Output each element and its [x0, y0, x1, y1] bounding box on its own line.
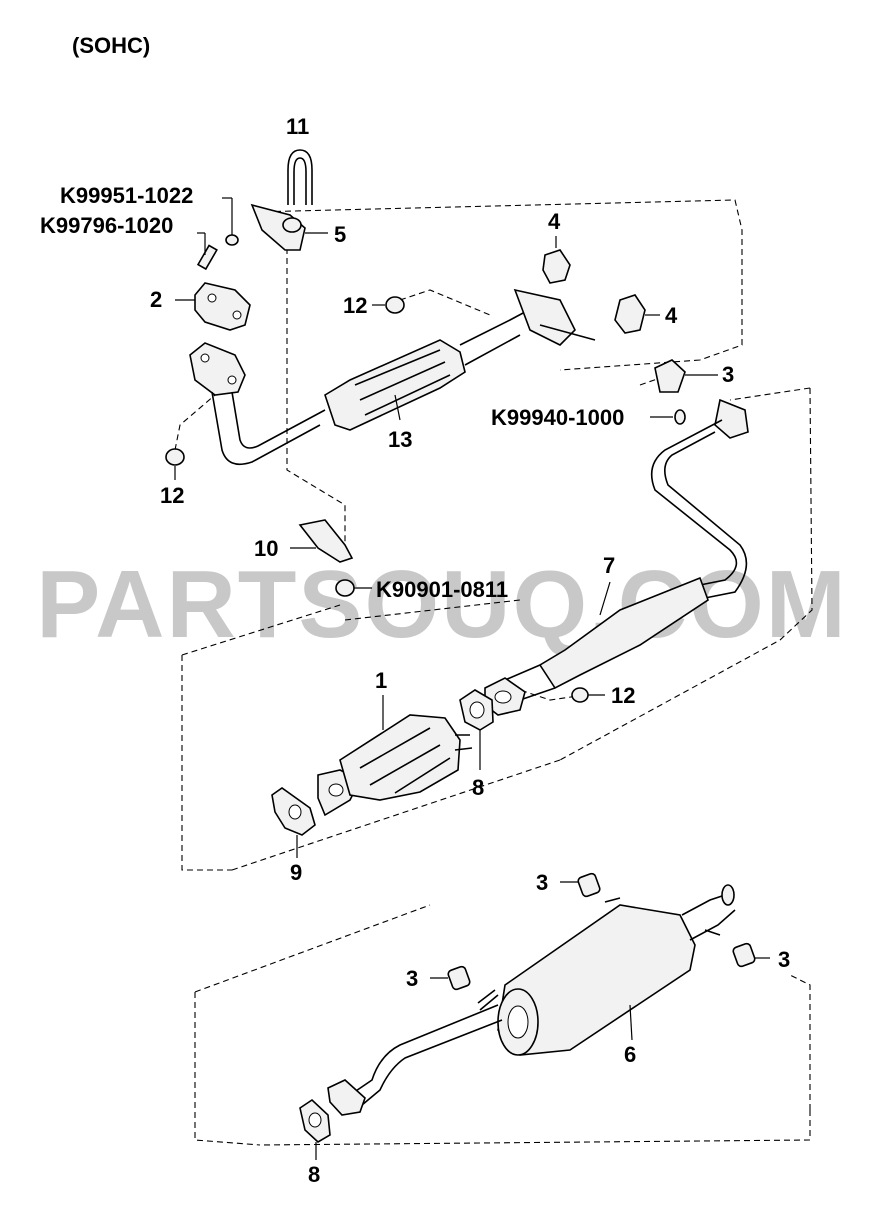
part-number-bolt: K99796-1020	[40, 213, 173, 238]
group-outline-muffler	[194, 904, 811, 1146]
callout-3-c: 3	[778, 947, 790, 972]
rubber-hanger-4b	[614, 294, 660, 334]
nut-12-top	[372, 296, 405, 314]
callout-4-b: 4	[665, 303, 678, 328]
gasket-2	[175, 282, 251, 331]
group-outline-front-pipe	[254, 199, 743, 371]
bracket-10	[290, 519, 354, 563]
center-pipe-resonator	[484, 398, 749, 716]
callout-8-middle: 8	[472, 775, 484, 800]
gasket-8-middle	[459, 689, 494, 770]
callout-9: 9	[290, 860, 302, 885]
nut-12-left	[165, 448, 185, 480]
callout-12-top: 12	[343, 293, 367, 318]
gasket-9	[271, 787, 316, 858]
callout-5: 5	[334, 222, 346, 247]
dash-lead-5	[286, 248, 346, 555]
watermark: PARTSOUQ.COM	[36, 551, 848, 658]
dash-lead-3	[639, 377, 661, 386]
callout-7: 7	[603, 553, 615, 578]
rubber-mount-3-c	[732, 942, 770, 968]
front-pipe	[189, 288, 596, 466]
callout-1: 1	[375, 668, 387, 693]
callout-8-bottom: 8	[308, 1162, 320, 1187]
flange-nut	[335, 579, 372, 597]
engine-type-label: (SOHC)	[72, 33, 150, 58]
rear-muffler	[327, 884, 736, 1116]
callout-6: 6	[624, 1042, 636, 1067]
rubber-mount-3-b	[430, 965, 471, 991]
callout-3-a: 3	[536, 870, 548, 895]
hanger-bracket	[250, 203, 328, 251]
callout-3-top: 3	[722, 362, 734, 387]
rubber-mount-3-a	[560, 872, 601, 898]
callout-12-left: 12	[160, 483, 184, 508]
group-outline-catalytic	[181, 387, 813, 871]
callout-4-a: 4	[548, 209, 561, 234]
callout-2: 2	[150, 287, 162, 312]
rubber-mount-3-top	[654, 359, 718, 393]
u-bolt	[287, 149, 313, 205]
callout-3-b: 3	[406, 966, 418, 991]
part-number-bolt-washer: K99951-1022	[60, 183, 193, 208]
callout-12-right: 12	[611, 683, 635, 708]
part-number-small-bolt: K99940-1000	[491, 405, 624, 430]
callout-11: 11	[286, 114, 309, 139]
nut-12-right	[571, 687, 605, 703]
dash-lead-12-top	[399, 289, 491, 316]
washer	[222, 197, 239, 246]
catalytic-converter	[317, 695, 473, 817]
rubber-hanger-4a	[542, 236, 571, 284]
dash-lead-12-left	[174, 394, 216, 451]
bolt	[196, 232, 218, 271]
callout-10: 10	[254, 536, 278, 561]
gasket-8-bottom	[299, 1098, 331, 1160]
part-number-flange-nut: K90901-0811	[376, 577, 508, 602]
small-bolt	[650, 409, 686, 425]
callout-13: 13	[388, 427, 412, 452]
